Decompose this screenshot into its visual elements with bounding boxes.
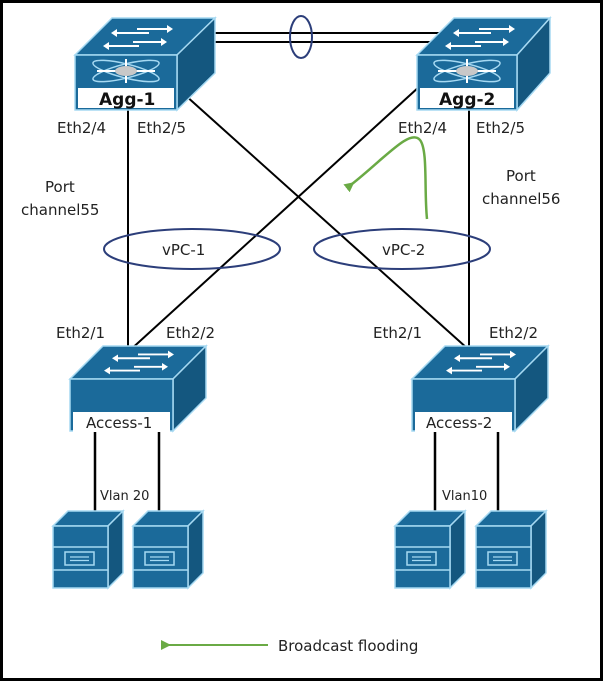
peer-link-ellipse bbox=[289, 15, 313, 59]
link-agg2-access1 bbox=[127, 85, 421, 353]
link-agg1-access2 bbox=[174, 85, 469, 350]
nexus-switch-icon bbox=[92, 59, 160, 83]
agg2-label: Agg-2 bbox=[439, 90, 495, 110]
vpc2-label: vPC-2 bbox=[382, 241, 425, 259]
vpc1-ellipse bbox=[103, 228, 281, 270]
access2-switch[interactable]: Access-2 bbox=[410, 344, 550, 433]
agg2-port-right: Eth2/5 bbox=[476, 119, 525, 137]
broadcast-flood-arrow bbox=[343, 136, 429, 220]
vpc2-ellipse bbox=[313, 228, 491, 270]
server-icon[interactable] bbox=[132, 510, 204, 589]
agg1-port-right: Eth2/5 bbox=[137, 119, 186, 137]
access1-switch[interactable]: Access-1 bbox=[68, 344, 208, 433]
port-channel56-label-line2: channel56 bbox=[482, 190, 560, 208]
server-icon[interactable] bbox=[52, 510, 124, 589]
agg2-port-left: Eth2/4 bbox=[398, 119, 447, 137]
access1-port-left: Eth2/1 bbox=[56, 324, 105, 342]
agg1-label: Agg-1 bbox=[99, 90, 155, 110]
server-icon[interactable] bbox=[394, 510, 466, 589]
port-channel55-label-line2: channel55 bbox=[21, 201, 99, 219]
agg1-switch[interactable]: Agg-1 bbox=[73, 16, 217, 112]
access2-port-right: Eth2/2 bbox=[489, 324, 538, 342]
access2-port-left: Eth2/1 bbox=[373, 324, 422, 342]
legend-broadcast-label: Broadcast flooding bbox=[278, 637, 418, 655]
server-icon[interactable] bbox=[475, 510, 547, 589]
legend: Broadcast flooding bbox=[161, 637, 418, 655]
nexus-switch-icon bbox=[433, 59, 501, 83]
access1-port-right: Eth2/2 bbox=[166, 324, 215, 342]
diagram-canvas: vPC-1 vPC-2 Agg-1 Agg-2 bbox=[3, 3, 600, 678]
access1-label: Access-1 bbox=[86, 414, 152, 432]
vpc1-label: vPC-1 bbox=[162, 241, 205, 259]
vlan-right-label: Vlan10 bbox=[442, 489, 487, 504]
access2-label: Access-2 bbox=[426, 414, 492, 432]
agg1-port-left: Eth2/4 bbox=[57, 119, 106, 137]
port-channel55-label-line1: Port bbox=[45, 178, 75, 196]
agg2-switch[interactable]: Agg-2 bbox=[415, 16, 552, 112]
vlan-left-label: Vlan 20 bbox=[100, 489, 149, 504]
port-channel56-label-line1: Port bbox=[506, 167, 536, 185]
